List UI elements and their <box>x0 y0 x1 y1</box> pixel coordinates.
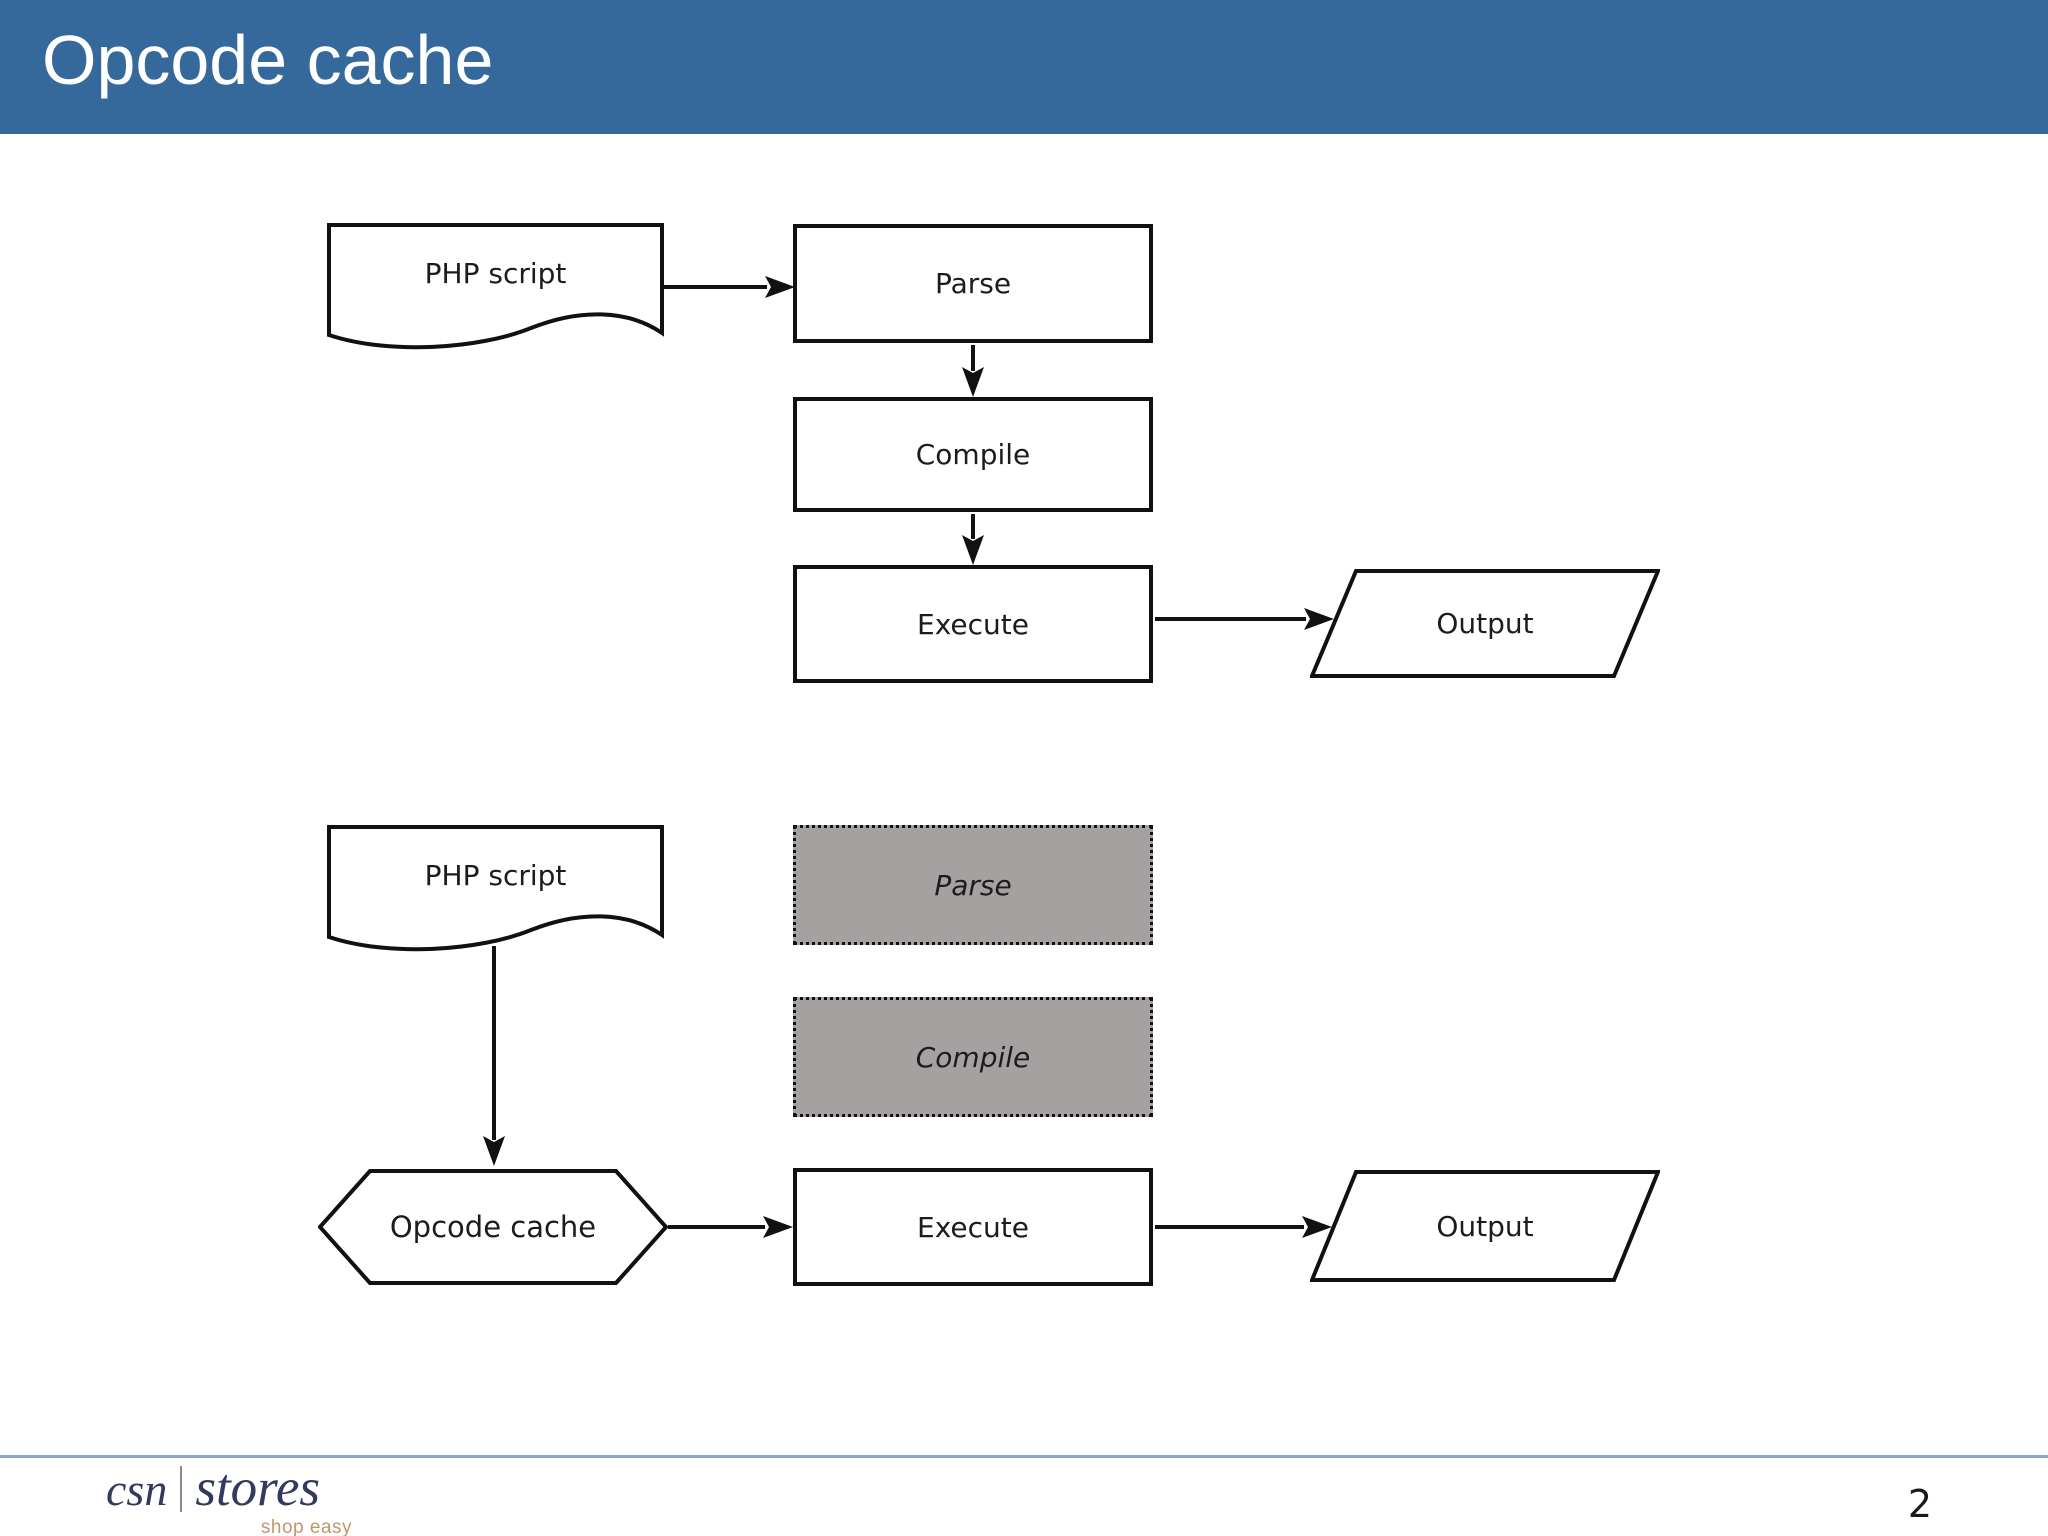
compile-top-label: Compile <box>915 438 1031 471</box>
php-script-top-label: PHP script <box>424 256 567 290</box>
hexagon-shape <box>318 1169 668 1285</box>
logo-stores-text: stores <box>195 1459 320 1517</box>
execute-top-node: Execute <box>793 565 1153 683</box>
parallelogram-shape <box>1310 1170 1660 1282</box>
parallelogram-shape <box>1310 569 1660 678</box>
arrow-execute-to-output-bottom <box>1155 1216 1332 1238</box>
csn-stores-logo: csn stores shop easy <box>106 1462 356 1536</box>
parse-bottom-node-disabled: Parse <box>793 825 1153 945</box>
logo-csn-text: csn <box>106 1464 168 1515</box>
parse-top-node: Parse <box>793 224 1153 343</box>
parse-top-label: Parse <box>934 267 1012 300</box>
document-shape <box>327 223 664 350</box>
output-bottom-node: Output <box>1310 1170 1660 1282</box>
logo-row: csn stores <box>106 1462 356 1515</box>
arrow-opcodecache-to-execute <box>668 1216 793 1238</box>
output-top-node: Output <box>1310 569 1660 678</box>
arrow-parse-to-compile <box>962 345 984 397</box>
compile-bottom-label: Compile <box>915 1040 1031 1074</box>
php-script-bottom-node: PHP script <box>327 825 664 965</box>
arrow-phpscript-to-opcodecache <box>483 946 505 1166</box>
opcode-cache-label: Opcode cache <box>389 1210 597 1244</box>
execute-bottom-node: Execute <box>793 1168 1153 1286</box>
logo-tagline: shop easy <box>260 1517 352 1536</box>
output-bottom-label: Output <box>1436 1209 1534 1243</box>
page-number: 2 <box>1907 1482 1933 1526</box>
compile-top-node: Compile <box>793 397 1153 512</box>
arrow-execute-to-output-top <box>1155 608 1334 630</box>
php-script-top-node: PHP script <box>327 223 664 363</box>
parse-bottom-label: Parse <box>934 868 1012 902</box>
slide-title: Opcode cache <box>42 21 494 99</box>
execute-top-label: Execute <box>917 607 1029 641</box>
document-shape <box>327 825 664 952</box>
arrow-compile-to-execute <box>962 514 984 565</box>
arrow-phpscript-to-parse <box>664 276 795 298</box>
logo-divider-bar <box>180 1465 183 1512</box>
footer-divider-line <box>0 1455 2048 1458</box>
slide-header-bar: Opcode cache <box>0 0 2048 134</box>
php-script-bottom-label: PHP script <box>424 858 567 892</box>
compile-bottom-node-disabled: Compile <box>793 997 1153 1117</box>
output-top-label: Output <box>1436 607 1534 640</box>
execute-bottom-label: Execute <box>917 1210 1029 1244</box>
opcode-cache-node: Opcode cache <box>318 1168 668 1286</box>
